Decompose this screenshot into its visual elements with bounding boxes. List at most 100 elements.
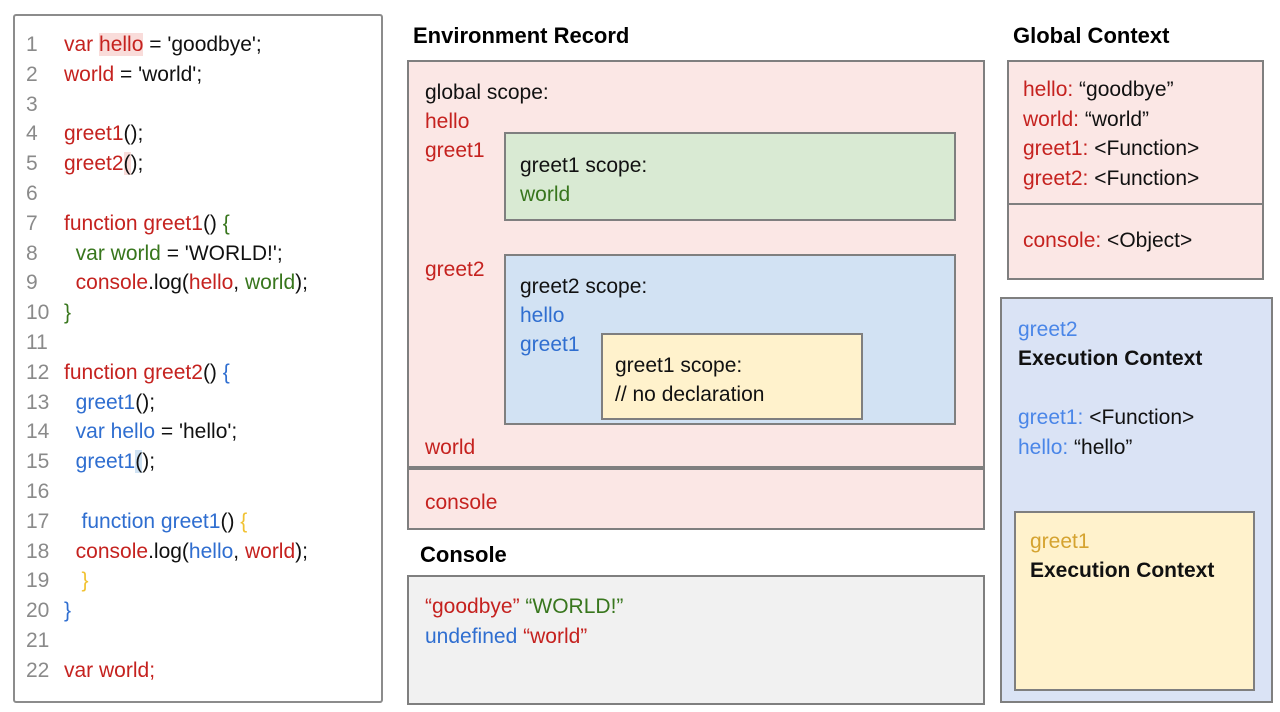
line-number: 13 xyxy=(26,390,50,414)
global-context-box: hello: “goodbye”world: “world”greet1: <F… xyxy=(1007,60,1264,205)
code-line: 11 xyxy=(15,328,381,358)
line-number: 9 xyxy=(26,271,38,295)
code-token: greet1 xyxy=(75,390,136,414)
entry-value: “hello” xyxy=(1068,435,1133,459)
code-line: 8 var world = 'WORLD!'; xyxy=(15,239,381,269)
line-number: 19 xyxy=(26,569,50,593)
no-declaration-comment: // no declaration xyxy=(615,383,765,406)
code-token: = 'hello'; xyxy=(155,420,238,444)
console-output-box: “goodbye” “WORLD!”undefined “world” xyxy=(407,575,985,705)
code-token: .log( xyxy=(148,539,189,563)
code-line: 14 var hello = 'hello'; xyxy=(15,417,381,447)
greet1-scope-label: greet1 scope: xyxy=(520,154,648,177)
entry-label: greet1: xyxy=(1018,406,1084,429)
code-token: var world xyxy=(75,241,161,265)
code-token: } xyxy=(81,569,89,593)
code-token: “WORLD!” xyxy=(525,595,624,618)
code-line: 5 greet2(); xyxy=(15,149,381,179)
code-text: } xyxy=(64,596,71,626)
code-text: } xyxy=(64,298,71,328)
greet2-ec-entries: greet1: <Function>hello: “hello” xyxy=(1018,403,1194,462)
greet1-execution-context-box: greet1 Execution Context xyxy=(1014,511,1255,691)
code-text: } xyxy=(64,566,89,596)
greet1-ec-title: Execution Context xyxy=(1030,559,1215,582)
code-text: function greet1() { xyxy=(64,507,248,537)
global-scope-label: global scope: xyxy=(425,81,549,104)
code-token: ); xyxy=(295,271,308,295)
code-token xyxy=(64,540,76,563)
code-token: () xyxy=(202,360,223,384)
code-token: , xyxy=(233,539,245,563)
env-var-console: console xyxy=(425,491,498,514)
context-entry: console: <Object> xyxy=(1023,226,1192,256)
line-number: 16 xyxy=(26,479,50,503)
code-token: function greet1 xyxy=(81,509,221,533)
code-token: { xyxy=(240,509,248,533)
code-token xyxy=(64,569,82,592)
code-token: ( xyxy=(123,152,131,176)
code-text: console.log(hello, world); xyxy=(64,537,308,567)
context-entry: world: “world” xyxy=(1023,105,1199,135)
line-number: 18 xyxy=(26,539,50,563)
code-token: “goodbye” xyxy=(425,595,520,618)
code-text: greet2(); xyxy=(64,149,143,179)
entry-value: “world” xyxy=(1079,107,1150,131)
entry-value: <Function> xyxy=(1088,137,1200,161)
greet2-ec-name: greet2 xyxy=(1018,318,1078,341)
global-scope-box: global scope: hello greet1 greet2 world … xyxy=(407,60,985,468)
code-token: world xyxy=(244,271,296,295)
code-token: hello xyxy=(188,539,234,563)
code-token: = 'goodbye'; xyxy=(143,33,262,56)
code-line: 19 } xyxy=(15,566,381,596)
context-entry: greet1: <Function> xyxy=(1018,403,1194,433)
entry-label: hello: xyxy=(1018,435,1069,459)
code-token: { xyxy=(222,211,230,235)
greet2-scope-label: greet2 scope: xyxy=(520,275,648,298)
context-entry: hello: “goodbye” xyxy=(1023,75,1199,105)
env-var-greet1: greet1 xyxy=(425,139,485,162)
console-binding-box: console xyxy=(407,468,985,530)
code-token: world xyxy=(64,62,115,86)
code-line: 13 greet1(); xyxy=(15,388,381,418)
code-line: 16 xyxy=(15,477,381,507)
line-number: 6 xyxy=(26,181,38,205)
code-token: (); xyxy=(135,390,156,414)
line-number: 11 xyxy=(26,330,48,354)
console-output-lines: “goodbye” “WORLD!”undefined “world” xyxy=(425,592,623,651)
code-line: 3 xyxy=(15,90,381,120)
greet2-execution-context-box: greet2 Execution Context greet1: <Functi… xyxy=(1000,297,1273,703)
line-number: 4 xyxy=(26,122,38,146)
context-entry: greet1: <Function> xyxy=(1023,134,1199,164)
code-token: () xyxy=(202,211,223,235)
code-token: = 'WORLD!'; xyxy=(160,241,283,265)
code-line: 18 console.log(hello, world); xyxy=(15,537,381,567)
global-context-entries: hello: “goodbye”world: “world”greet1: <F… xyxy=(1023,75,1199,193)
code-token: var hello xyxy=(75,420,156,444)
console-line: “goodbye” “WORLD!” xyxy=(425,592,623,622)
code-token: (); xyxy=(123,122,144,146)
greet1-ec-name: greet1 xyxy=(1030,530,1090,553)
code-token: console xyxy=(75,539,149,563)
line-number: 3 xyxy=(26,92,38,116)
line-number: 15 xyxy=(26,450,50,474)
code-token: var xyxy=(64,33,100,56)
code-line: 6 xyxy=(15,179,381,209)
environment-record-title: Environment Record xyxy=(413,23,630,48)
line-number: 8 xyxy=(26,241,38,265)
code-token: { xyxy=(222,360,230,384)
entry-label: hello: xyxy=(1023,78,1074,101)
line-number: 5 xyxy=(26,152,38,176)
code-token: } xyxy=(64,599,72,623)
code-text: var world = 'WORLD!'; xyxy=(64,239,283,269)
console-title: Console xyxy=(420,542,507,567)
code-token xyxy=(64,450,76,473)
line-number: 12 xyxy=(26,360,50,384)
code-text: var hello = 'hello'; xyxy=(64,417,238,447)
greet1-inner-scope-box: greet1 scope: // no declaration xyxy=(601,333,863,420)
